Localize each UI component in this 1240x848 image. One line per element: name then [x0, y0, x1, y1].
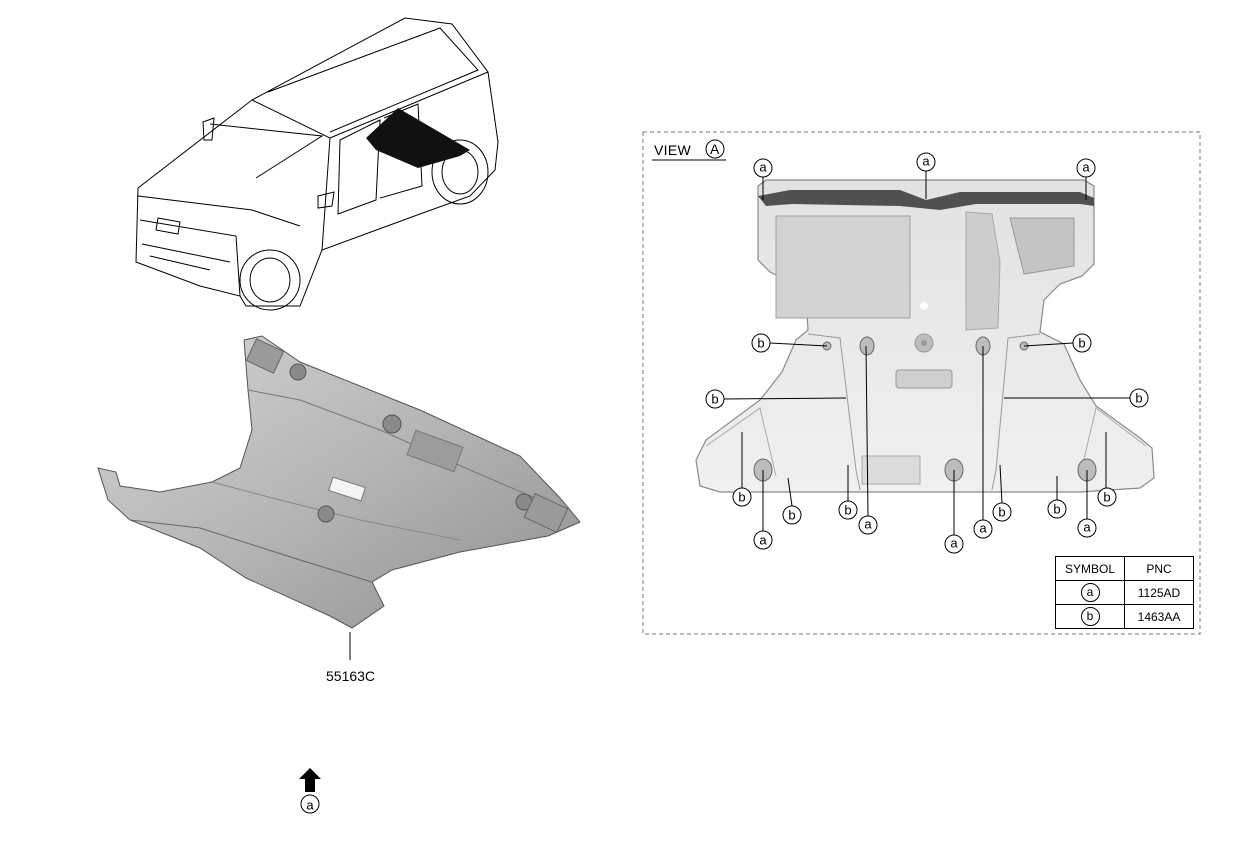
callout-a: a — [950, 536, 958, 551]
underbody-panel-view — [695, 179, 1155, 493]
legend-symbol: a — [1080, 583, 1100, 602]
view-ref-circle — [705, 139, 725, 159]
callout-a: a — [979, 521, 987, 536]
legend-symbol-cell: b — [1055, 604, 1125, 629]
legend-pnc-cell[interactable]: 1463AA — [1124, 604, 1194, 629]
callout-a: a — [759, 533, 767, 548]
legend-table: SYMBOL PNC a 1125AD b 1463AA — [1055, 556, 1194, 629]
callout-b: b — [788, 508, 795, 523]
callout-b: b — [1053, 502, 1060, 517]
view-ref-letter: A — [710, 141, 720, 157]
view-arrow-icon — [299, 768, 321, 792]
underbody-panel-3d — [97, 335, 581, 629]
callout-b: b — [757, 336, 764, 351]
callout-b: b — [1103, 490, 1110, 505]
callout-a: a — [306, 798, 314, 813]
callout-b: b — [998, 505, 1005, 520]
legend-header-symbol: SYMBOL — [1055, 556, 1125, 581]
callout-b: b — [738, 490, 745, 505]
callout-a: a — [922, 154, 930, 169]
legend-row: b 1463AA — [1055, 604, 1194, 629]
view-title: VIEW A — [654, 141, 719, 158]
callout-circles — [705, 152, 1149, 554]
callout-a: a — [1082, 160, 1090, 175]
leader-lines — [723, 171, 1130, 535]
part-number-label[interactable]: 55163C — [326, 668, 376, 684]
callout-a: a — [864, 517, 872, 532]
view-arrow-ref-circle — [300, 794, 320, 814]
legend-row: a 1125AD — [1055, 580, 1194, 605]
fastener-a — [859, 336, 875, 356]
legend-header-row: SYMBOL PNC — [1055, 556, 1194, 581]
callout-b: b — [844, 503, 851, 518]
callout-b: b — [711, 392, 718, 407]
callout-b: b — [1078, 336, 1085, 351]
legend-symbol: b — [1080, 607, 1100, 626]
callout-a: a — [759, 160, 767, 175]
vehicle-illustration — [135, 17, 499, 311]
view-frame — [642, 131, 1201, 635]
view-title-text: VIEW — [654, 142, 691, 158]
legend-header-pnc: PNC — [1124, 556, 1194, 581]
legend-pnc-cell[interactable]: 1125AD — [1124, 580, 1194, 605]
callout-b: b — [1135, 391, 1142, 406]
callout-a: a — [1083, 520, 1091, 535]
panel-location-highlight — [366, 108, 470, 168]
legend-symbol-cell: a — [1055, 580, 1125, 605]
